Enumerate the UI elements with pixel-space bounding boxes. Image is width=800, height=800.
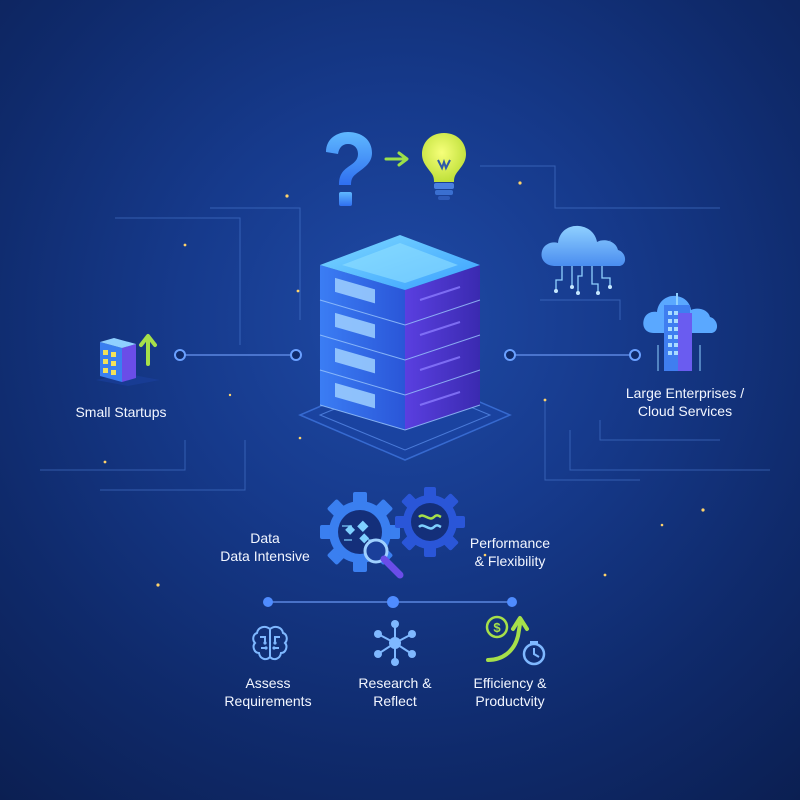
assess-line2: Requirements	[224, 693, 312, 709]
performance-label: Performance & Flexibility	[455, 534, 565, 570]
efficiency-line2: Productvity	[475, 693, 545, 709]
large-enterprises-line1: Large Enterprises /	[625, 385, 745, 401]
large-enterprises-line2: Cloud Services	[637, 403, 733, 419]
network-icon	[374, 620, 416, 666]
performance-line1: Performance	[469, 535, 551, 551]
efficiency-label: Efficiency & Productvity	[460, 674, 560, 710]
efficiency-line1: Efficiency &	[473, 675, 547, 691]
building-growth-icon	[96, 334, 160, 386]
cloud-building-icon	[643, 293, 718, 371]
brain-icon	[252, 625, 288, 661]
gear-flow-icon	[395, 487, 465, 557]
data-line1: Data	[250, 530, 280, 546]
arrow-right-icon	[384, 151, 409, 167]
small-startups-text: Small Startups	[75, 404, 167, 420]
assess-requirements-label: Assess Requirements	[218, 674, 318, 710]
data-line2: Data Intensive	[220, 548, 310, 564]
large-enterprises-label: Large Enterprises / Cloud Services	[610, 384, 760, 420]
cloud-circuit-icon	[541, 225, 626, 295]
question-mark-icon	[326, 132, 372, 206]
research-line1: Research &	[358, 675, 432, 691]
lightbulb-icon	[422, 133, 466, 200]
data-intensive-label: Data Data Intensive	[205, 529, 325, 565]
small-startups-label: Small Startups	[60, 403, 182, 421]
server-stack-icon	[298, 235, 512, 461]
assess-line1: Assess	[245, 675, 291, 691]
performance-line2: & Flexibility	[474, 553, 546, 569]
svg-text:$: $	[493, 620, 501, 635]
research-line2: Reflect	[373, 693, 417, 709]
magnifier-icon	[363, 538, 404, 579]
research-reflect-label: Research & Reflect	[345, 674, 445, 710]
money-growth-icon: $	[485, 615, 546, 666]
